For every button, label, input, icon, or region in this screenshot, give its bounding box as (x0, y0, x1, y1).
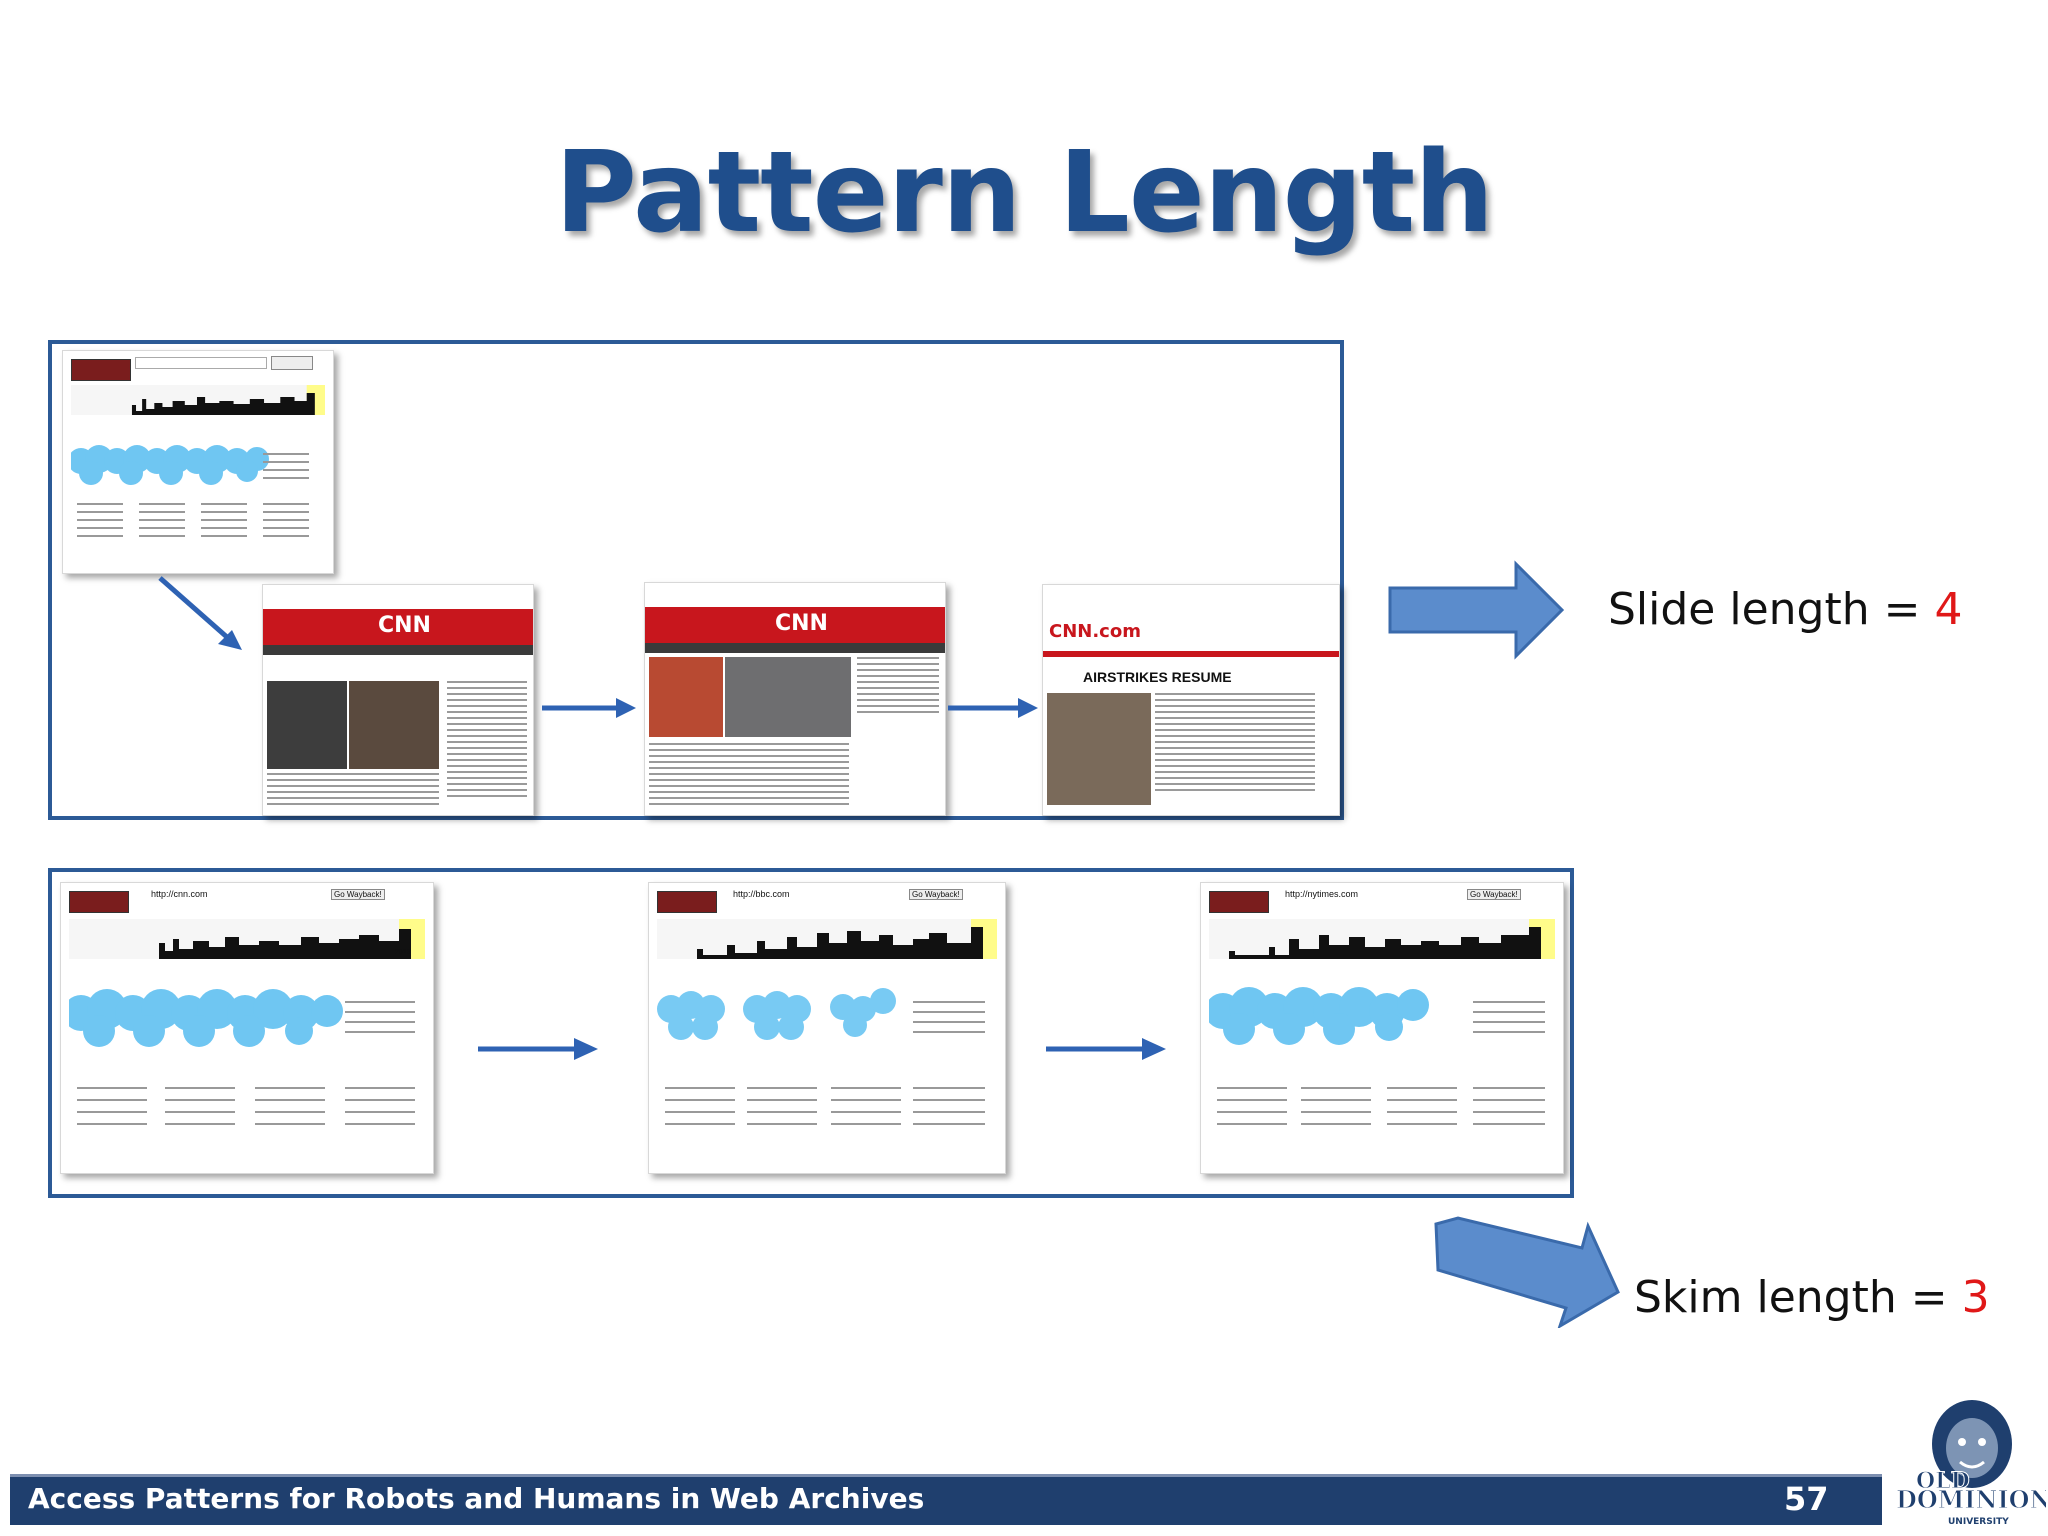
odu-logo-icon: OLD DOMINION UNIVERSITY (1896, 1400, 2046, 1527)
skim-length-value: 3 (1961, 1272, 1990, 1323)
skim-pattern-frame: http://cnn.com Go Wayback! 2013 (48, 868, 1574, 1198)
wayback-calendar (69, 979, 425, 1165)
wayback-url-bbc: http://bbc.com (733, 889, 790, 899)
article-text (267, 773, 439, 809)
skim-block-arrow (1434, 1216, 1620, 1328)
article-text (1155, 693, 1315, 793)
logo-line-2: DOMINION (1896, 1485, 2046, 1514)
wayback-cnn-screenshot: http://cnn.com Go Wayback! 2013 (60, 882, 434, 1174)
right-arrow (478, 1038, 598, 1060)
wayback-calendar (1209, 979, 1555, 1165)
wayback-histogram (1209, 919, 1555, 959)
cnn-logo: CNN (775, 611, 828, 636)
cnn-nav-bar (1043, 651, 1339, 657)
news-photo (649, 657, 723, 737)
news-photo (267, 681, 347, 769)
wayback-logo (1209, 891, 1269, 913)
news-photo (725, 657, 851, 737)
footer-title: Access Patterns for Robots and Humans in… (28, 1482, 925, 1515)
right-arrow (1046, 1038, 1166, 1060)
wayback-histogram (69, 919, 425, 959)
wayback-go-button: Go Wayback! (909, 889, 963, 900)
wayback-calendar-screenshot (62, 350, 334, 574)
wayback-logo (657, 891, 717, 913)
wayback-logo (71, 359, 131, 381)
logo-line-3: UNIVERSITY (1948, 1517, 2009, 1527)
cnn-nav-bar (645, 643, 945, 653)
sidebar-text (857, 657, 939, 717)
news-photo (349, 681, 439, 769)
cnn-com-logo: CNN.com (1049, 621, 1141, 642)
slide-pattern-frame: CNN CNN CNN.com AIRSTRIKES RESUME (48, 340, 1344, 820)
cnn-screenshot-1: CNN (262, 584, 534, 816)
cnn-header (263, 609, 533, 645)
cnn-logo: CNN (378, 613, 431, 638)
cnn-nav-bar (263, 645, 533, 655)
wayback-calendar (71, 431, 325, 565)
slide-length-text: Slide length = (1608, 584, 1935, 635)
wayback-url-cnn: http://cnn.com (151, 889, 208, 899)
news-photo (1047, 693, 1151, 805)
slide-length-value: 4 (1934, 584, 1963, 635)
cnn-screenshot-2: CNN (644, 582, 946, 816)
wayback-nytimes-screenshot: http://nytimes.com Go Wayback! (1200, 882, 1564, 1174)
article-text (649, 743, 849, 807)
wayback-histogram (71, 385, 325, 415)
airstrikes-headline: AIRSTRIKES RESUME (1083, 669, 1232, 685)
diagonal-arrow (158, 576, 242, 650)
cnn-screenshot-3: CNN.com AIRSTRIKES RESUME (1042, 584, 1340, 816)
sidebar-text (447, 681, 527, 801)
cnn-header (645, 607, 945, 643)
wayback-bbc-screenshot: http://bbc.com Go Wayback! (648, 882, 1006, 1174)
wayback-go-button (271, 356, 313, 370)
skim-length-label: Skim length = 3 (1634, 1272, 1990, 1323)
wayback-calendar (657, 979, 997, 1165)
page-number: 57 (1784, 1480, 1829, 1518)
right-arrow (542, 698, 636, 718)
skim-length-text: Skim length = (1634, 1272, 1962, 1323)
year-badge: 2013 (395, 949, 411, 956)
wayback-go-button: Go Wayback! (331, 889, 385, 900)
slide-block-arrow (1388, 560, 1565, 660)
wayback-histogram (657, 919, 997, 959)
right-arrow (948, 698, 1038, 718)
slide-length-label: Slide length = 4 (1608, 584, 1962, 635)
footer-bar (10, 1474, 1882, 1525)
wayback-url-nytimes: http://nytimes.com (1285, 889, 1359, 899)
slide-title: Pattern Length (554, 128, 1494, 258)
wayback-go-button: Go Wayback! (1467, 889, 1521, 900)
wayback-logo (69, 891, 129, 913)
logo-line-1: OLD (1916, 1468, 1970, 1494)
wayback-url-field (135, 357, 267, 369)
